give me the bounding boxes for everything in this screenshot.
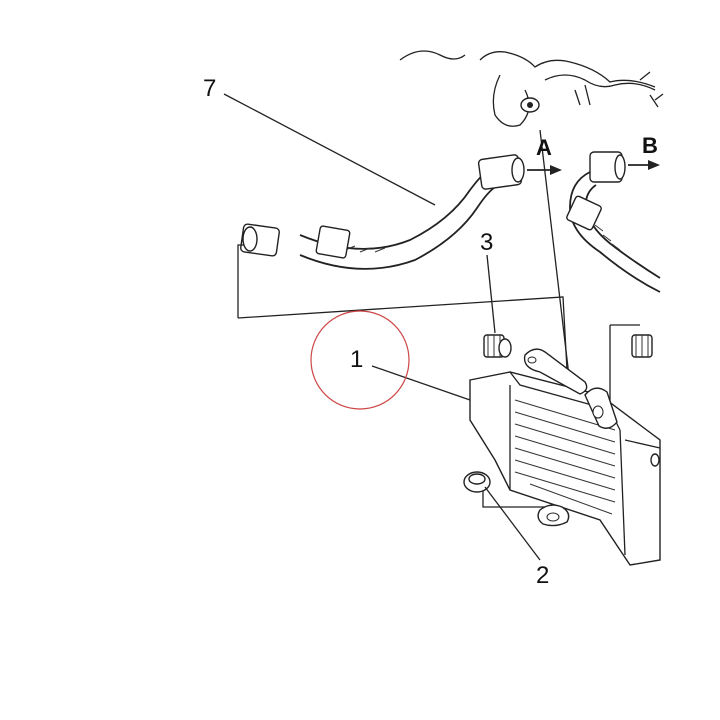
arrow-label-a: A xyxy=(536,135,552,160)
callout-3: 3 xyxy=(480,229,493,256)
bracket-lines xyxy=(237,129,640,430)
oil-cooler-1 xyxy=(469,348,661,566)
leader-lines xyxy=(223,93,541,561)
hose-7 xyxy=(240,154,525,270)
callout-2: 2 xyxy=(536,562,549,589)
engine-bracket-top xyxy=(399,50,664,127)
callout-7: 7 xyxy=(203,75,216,102)
arrow-a xyxy=(527,165,562,175)
callout-1: 1 xyxy=(350,346,363,373)
arrow-b xyxy=(628,160,660,170)
hose-b xyxy=(566,151,661,293)
highlight-circle xyxy=(310,310,410,410)
grommet-2 xyxy=(463,471,491,493)
grommet-3 xyxy=(483,334,653,358)
arrow-label-b: B xyxy=(642,133,658,158)
